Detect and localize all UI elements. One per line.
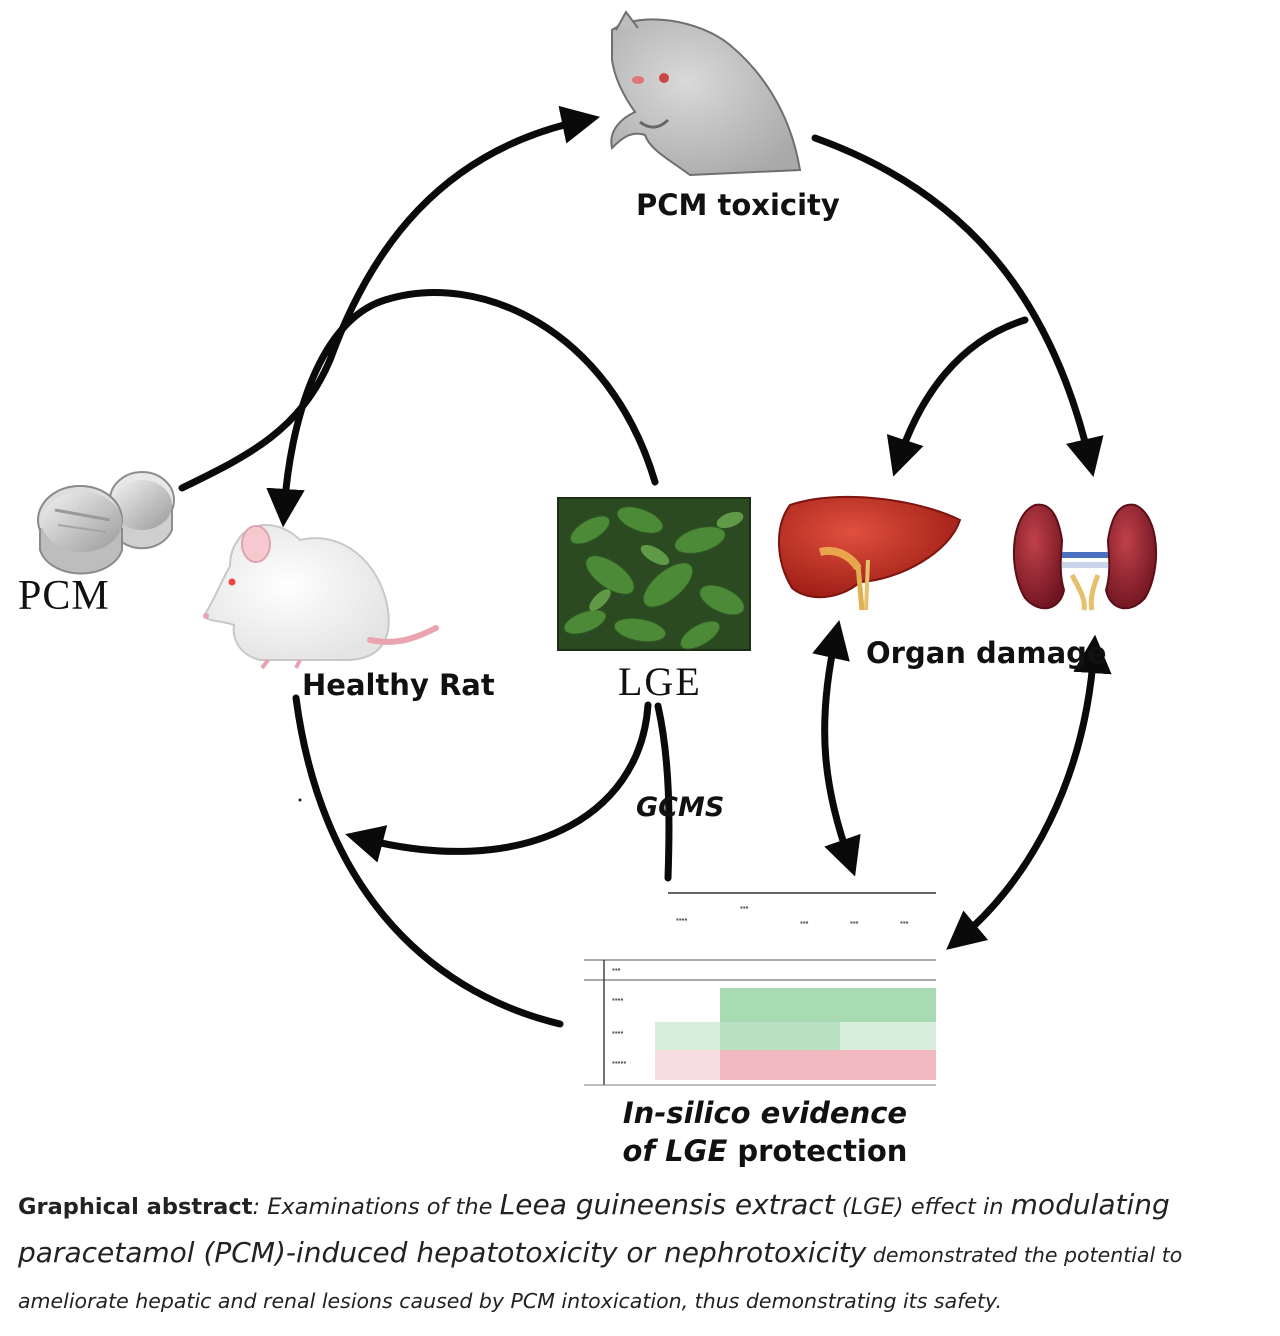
pcm-toxicity-label: PCM toxicity	[636, 188, 840, 222]
pcm-toxicity-rat-image	[610, 10, 802, 177]
pcm-tablets-image	[37, 471, 175, 575]
lge-leaves-image	[557, 497, 751, 651]
table-cell: ▪▪▪▪	[612, 1028, 624, 1037]
organ-damage-label: Organ damage	[866, 636, 1107, 670]
healthy-rat-image	[202, 524, 439, 670]
gcms-label: GCMS	[636, 792, 725, 823]
healthy-rat-label: Healthy Rat	[302, 668, 495, 702]
kidneys-image	[1012, 503, 1158, 611]
caption-lead: Graphical abstract	[18, 1194, 253, 1220]
table-cell: ▪▪▪	[850, 918, 859, 927]
arrow-lge-to-rat-curve	[345, 701, 652, 863]
arrow-kidney-to-table	[946, 634, 1112, 950]
line-lge-to-table-gcms	[654, 702, 673, 882]
arrow-branch-to-liver	[886, 316, 1029, 477]
insilico-line1: In-silico evidence	[622, 1096, 908, 1130]
arrow-lge-to-healthy-rat	[266, 289, 659, 528]
insilico-line2-italic: of LGE	[622, 1134, 728, 1168]
caption-part3: (LGE) effect in	[834, 1194, 1011, 1220]
pcm-label: PCM	[18, 573, 110, 619]
lge-label: LGE	[618, 659, 702, 704]
liver-image	[778, 495, 962, 611]
table-cell: ▪▪▪	[800, 918, 809, 927]
caption-part1: : Examinations of the	[252, 1194, 500, 1220]
caption-part6: demonstrated the potential to ameliorate…	[18, 1243, 1183, 1313]
table-cell: ▪▪▪▪▪	[612, 1058, 627, 1067]
table-cell: ▪▪▪	[612, 965, 621, 974]
table-cell: ▪▪▪	[900, 918, 909, 927]
arrow-toxicity-to-organs	[811, 134, 1104, 477]
table-cell: ▪▪▪	[740, 903, 749, 912]
arrow-liver-to-table	[812, 619, 861, 877]
table-cell: ▪▪▪▪	[676, 915, 688, 924]
caption-part5: paracetamol (PCM)-induced hepatotoxicity…	[18, 1236, 867, 1269]
graphical-abstract-caption: Graphical abstract: Examinations of the …	[18, 1182, 1268, 1324]
caption-part2: Leea guineensis extract	[499, 1188, 835, 1221]
line-table-to-healthy-rat	[292, 694, 564, 1028]
caption-part4: modulating	[1010, 1188, 1170, 1221]
insilico-evidence-label: In-silico evidence of LGE protection	[560, 1094, 970, 1170]
insilico-line2-rest: protection	[727, 1134, 908, 1168]
insilico-table-image	[584, 892, 936, 1086]
table-cell: ▪▪▪▪	[612, 995, 624, 1004]
